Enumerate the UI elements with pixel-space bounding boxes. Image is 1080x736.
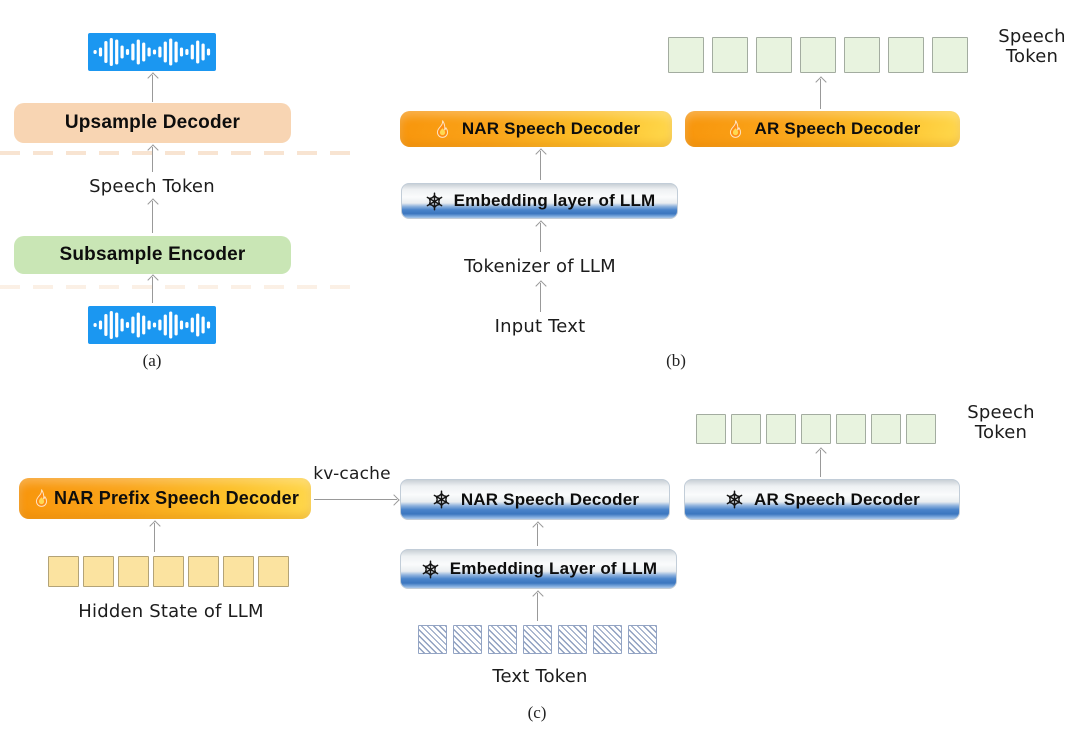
speech-token-square xyxy=(836,414,866,444)
hidden-state-token-row xyxy=(48,556,289,587)
speech-token-square xyxy=(696,414,726,444)
waveform-icon xyxy=(93,311,211,339)
dashed-artifact-line xyxy=(0,151,362,155)
subsample-encoder-label: Subsample Encoder xyxy=(59,244,246,265)
text-token-square xyxy=(593,625,622,654)
kv-cache-label: kv-cache xyxy=(313,464,391,484)
speech-token-square xyxy=(731,414,761,444)
snowflake-icon xyxy=(424,191,445,212)
text-token-square xyxy=(558,625,587,654)
text-token-square xyxy=(488,625,517,654)
nar-speech-decoder-box-c: NAR Speech Decoder xyxy=(400,479,670,520)
speech-token-square xyxy=(712,37,748,73)
upsample-decoder-box: Upsample Decoder xyxy=(14,103,291,143)
waveform-icon xyxy=(93,38,211,66)
arrow-tokenizer-to-embedding xyxy=(540,223,541,252)
arrow-ar-to-speech-tokens-b xyxy=(820,79,821,109)
upsample-decoder-label: Upsample Decoder xyxy=(64,112,241,133)
text-token-square xyxy=(523,625,552,654)
speech-token-square xyxy=(801,414,831,444)
fire-icon xyxy=(31,488,52,509)
nar-speech-decoder-label-b: NAR Speech Decoder xyxy=(461,119,641,138)
text-token-square xyxy=(453,625,482,654)
snowflake-icon xyxy=(431,489,452,510)
speech-token-square xyxy=(888,37,924,73)
embedding-layer-label-b: Embedding layer of LLM xyxy=(453,191,656,210)
speech-token-row-c xyxy=(696,414,936,444)
ar-speech-decoder-label-b: AR Speech Decoder xyxy=(754,119,921,138)
nar-speech-decoder-box-b: NAR Speech Decoder xyxy=(400,111,672,147)
speech-token-square xyxy=(756,37,792,73)
arrow-subsample-to-token xyxy=(152,201,153,233)
arrow-embedding-to-nar-c xyxy=(537,524,538,546)
arrow-embedding-to-nar-b xyxy=(540,151,541,180)
speech-token-square xyxy=(906,414,936,444)
speech-token-square xyxy=(844,37,880,73)
arrow-texttoken-to-embedding xyxy=(537,593,538,621)
input-waveform xyxy=(88,306,216,344)
text-token-square xyxy=(418,625,447,654)
arrow-hidden-to-prefix xyxy=(154,523,155,552)
speech-token-square xyxy=(871,414,901,444)
speech-token-square xyxy=(932,37,968,73)
speech-token-label-c: Speech Token xyxy=(967,402,1035,443)
hidden-state-token-square xyxy=(118,556,149,587)
arrow-ar-to-speech-tokens-c xyxy=(820,450,821,477)
dashed-artifact-line xyxy=(0,285,362,289)
fire-icon xyxy=(432,119,453,140)
panel-a-caption: (a) xyxy=(142,351,162,370)
speech-token-square xyxy=(668,37,704,73)
hidden-state-token-square xyxy=(83,556,114,587)
subsample-encoder-box: Subsample Encoder xyxy=(14,236,291,274)
input-text-label: Input Text xyxy=(494,316,586,337)
panel-c-caption: (c) xyxy=(527,703,547,722)
arrow-upsample-to-waveform xyxy=(152,75,153,102)
snowflake-icon xyxy=(724,489,745,510)
hidden-state-token-square xyxy=(153,556,184,587)
tokenizer-label: Tokenizer of LLM xyxy=(464,256,616,277)
text-token-square xyxy=(628,625,657,654)
text-token-row xyxy=(418,625,657,654)
ar-speech-decoder-box-c: AR Speech Decoder xyxy=(684,479,960,520)
text-token-label: Text Token xyxy=(492,666,588,687)
hidden-state-label: Hidden State of LLM xyxy=(78,601,264,622)
hidden-state-token-square xyxy=(258,556,289,587)
arrow-input-to-tokenizer xyxy=(540,283,541,312)
speech-token-square xyxy=(766,414,796,444)
ar-speech-decoder-box-b: AR Speech Decoder xyxy=(685,111,960,147)
embedding-layer-label-c: Embedding Layer of LLM xyxy=(449,559,658,578)
fire-icon xyxy=(725,119,746,140)
arrow-kv-cache xyxy=(314,499,397,500)
nar-prefix-speech-decoder-box: NAR Prefix Speech Decoder xyxy=(19,478,311,519)
hidden-state-token-square xyxy=(223,556,254,587)
nar-speech-decoder-label-c: NAR Speech Decoder xyxy=(460,489,640,509)
ar-speech-decoder-label-c: AR Speech Decoder xyxy=(754,489,920,509)
arrow-token-to-upsample xyxy=(152,147,153,172)
arrow-waveform-to-subsample xyxy=(152,277,153,303)
hidden-state-token-square xyxy=(48,556,79,587)
speech-token-label-b: Speech Token xyxy=(998,26,1066,67)
snowflake-icon xyxy=(420,559,441,580)
output-waveform xyxy=(88,33,216,71)
speech-token-label-a: Speech Token xyxy=(89,176,215,197)
embedding-layer-box-b: Embedding layer of LLM xyxy=(401,183,678,219)
panel-b-caption: (b) xyxy=(666,351,686,370)
speech-token-square xyxy=(800,37,836,73)
speech-token-row-b xyxy=(668,37,968,73)
embedding-layer-box-c: Embedding Layer of LLM xyxy=(400,549,677,589)
nar-prefix-speech-decoder-label: NAR Prefix Speech Decoder xyxy=(53,488,300,508)
hidden-state-token-square xyxy=(188,556,219,587)
